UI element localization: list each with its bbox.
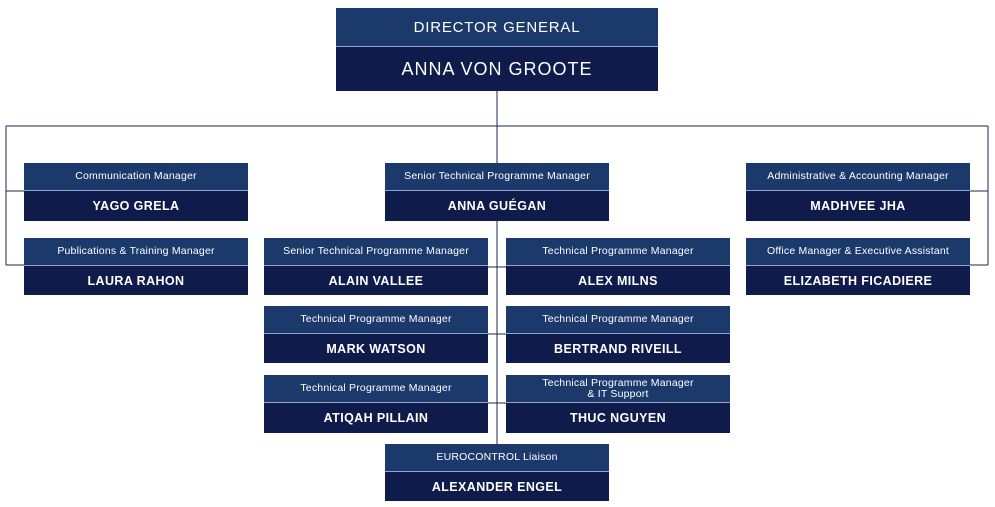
mark-watson-box: Technical Programme Manager MARK WATSON: [264, 306, 488, 363]
communication-manager-box: Communication Manager YAGO GRELA: [24, 163, 248, 221]
thuc-nguyen-box: Technical Programme Manager & IT Support…: [506, 375, 730, 433]
office-name: ELIZABETH FICADIERE: [746, 266, 970, 295]
director-role: DIRECTOR GENERAL: [336, 8, 658, 47]
atiqah-name: ATIQAH PILLAIN: [264, 403, 488, 433]
atiqah-role: Technical Programme Manager: [264, 375, 488, 403]
senior-head-box: Senior Technical Programme Manager ANNA …: [385, 163, 609, 221]
mark-role: Technical Programme Manager: [264, 306, 488, 334]
thuc-role-line1: Technical Programme Manager: [542, 376, 694, 389]
communication-role: Communication Manager: [24, 163, 248, 191]
office-role: Office Manager & Executive Assistant: [746, 238, 970, 266]
alain-vallee-box: Senior Technical Programme Manager ALAIN…: [264, 238, 488, 295]
alex-name: ALEX MILNS: [506, 266, 730, 295]
atiqah-pillain-box: Technical Programme Manager ATIQAH PILLA…: [264, 375, 488, 433]
bertrand-riveill-box: Technical Programme Manager BERTRAND RIV…: [506, 306, 730, 363]
publications-role: Publications & Training Manager: [24, 238, 248, 266]
thuc-name: THUC NGUYEN: [506, 403, 730, 433]
bertrand-role: Technical Programme Manager: [506, 306, 730, 334]
administrative-name: MADHVEE JHA: [746, 191, 970, 221]
director-box: DIRECTOR GENERAL ANNA VON GROOTE: [336, 8, 658, 91]
alex-milns-box: Technical Programme Manager ALEX MILNS: [506, 238, 730, 295]
eurocontrol-role: EUROCONTROL Liaison: [385, 444, 609, 472]
thuc-role-line2: & IT Support: [587, 387, 649, 400]
bertrand-name: BERTRAND RIVEILL: [506, 334, 730, 363]
senior-head-role: Senior Technical Programme Manager: [385, 163, 609, 191]
office-manager-box: Office Manager & Executive Assistant ELI…: [746, 238, 970, 295]
publications-name: LAURA RAHON: [24, 266, 248, 295]
administrative-role: Administrative & Accounting Manager: [746, 163, 970, 191]
eurocontrol-name: ALEXANDER ENGEL: [385, 472, 609, 501]
alex-role: Technical Programme Manager: [506, 238, 730, 266]
mark-name: MARK WATSON: [264, 334, 488, 363]
eurocontrol-liaison-box: EUROCONTROL Liaison ALEXANDER ENGEL: [385, 444, 609, 501]
administrative-manager-box: Administrative & Accounting Manager MADH…: [746, 163, 970, 221]
communication-name: YAGO GRELA: [24, 191, 248, 221]
alain-name: ALAIN VALLEE: [264, 266, 488, 295]
thuc-role: Technical Programme Manager & IT Support: [506, 375, 730, 403]
senior-head-name: ANNA GUÉGAN: [385, 191, 609, 221]
alain-role: Senior Technical Programme Manager: [264, 238, 488, 266]
publications-manager-box: Publications & Training Manager LAURA RA…: [24, 238, 248, 295]
director-name: ANNA VON GROOTE: [336, 47, 658, 91]
